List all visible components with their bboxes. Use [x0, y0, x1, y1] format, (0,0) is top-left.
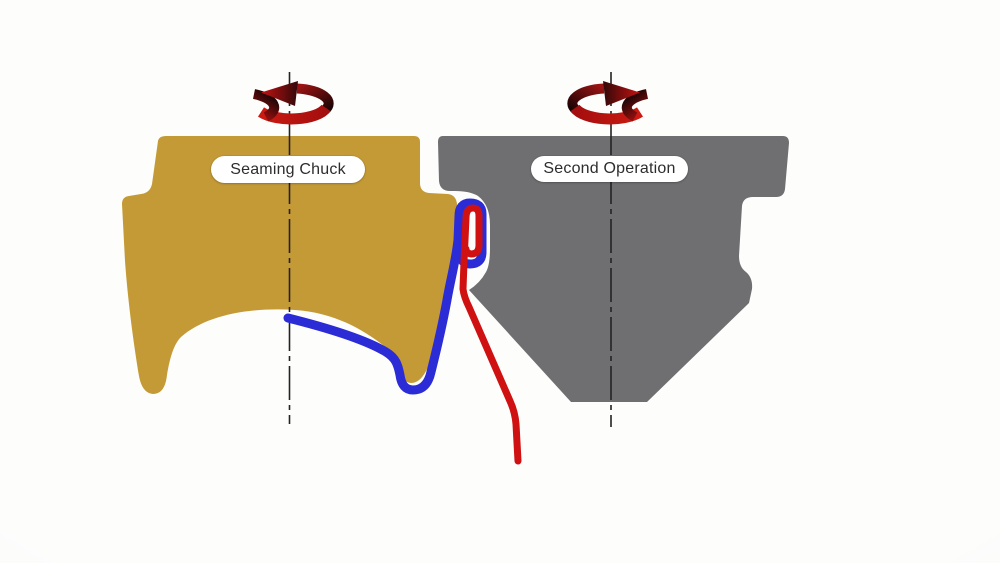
- can-end-line: [459, 204, 522, 465]
- can-body-line: [283, 198, 487, 395]
- seaming-chuck-shape: [122, 136, 457, 394]
- rotation-cw-arrow-icon: [572, 81, 647, 119]
- second-operation-label-text: Second Operation: [543, 160, 676, 177]
- rotation-ccw-arrow-icon: [254, 81, 329, 119]
- seaming-chuck-label-text: Seaming Chuck: [230, 160, 346, 178]
- seaming-chuck-label: Seaming Chuck: [211, 156, 365, 183]
- second-operation-roll-shape: [438, 136, 789, 402]
- second-operation-label: Second Operation: [531, 156, 688, 182]
